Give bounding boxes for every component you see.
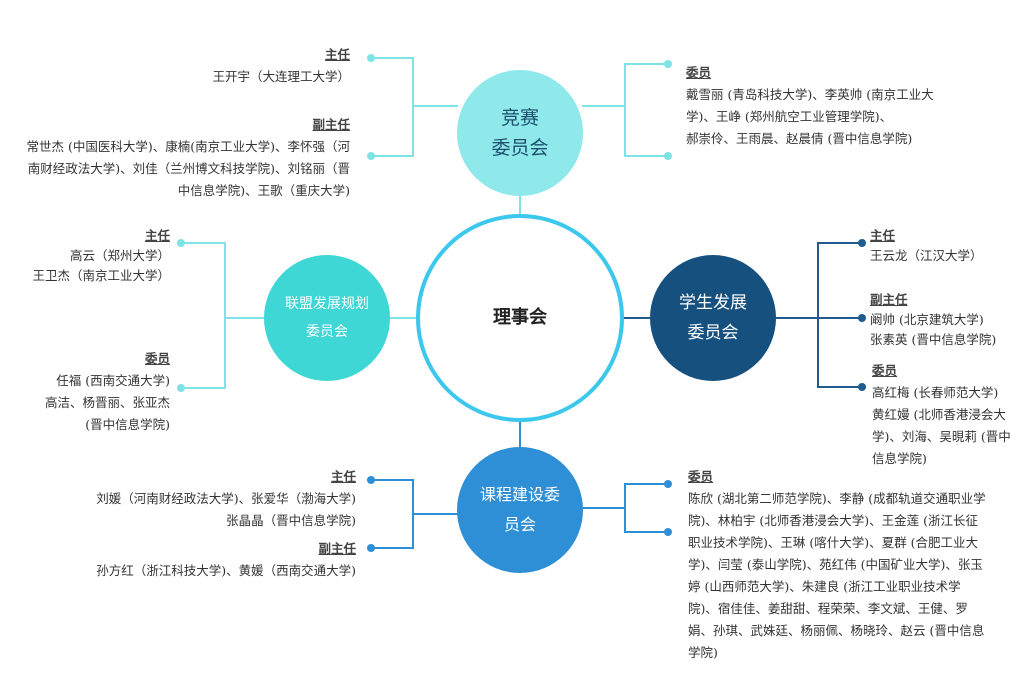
competition-deputy-line: 中信息学院)、王歌（重庆大学) [177,183,350,198]
alliance-member-title: 委员 [144,351,170,366]
course-member-line: 娟、孙琪、武姝廷、杨丽佩、杨晓玲、赵云 (晋中信息 [688,623,985,638]
course-member-line: 院)、林柏宇 (北师香港浸会大学)、王金莲 (浙江长征 [688,513,978,528]
alliance-circle [264,255,390,381]
competition-circle [457,70,583,196]
course-director-line: 刘媛（河南财经政法大学)、张爱华（渤海大学) [96,491,356,506]
course-member-block: 委员 陈欣 (湖北第二师范学院)、李静 (成都轨道交通职业学 院)、林柏宇 (北… [688,466,986,664]
course-member-title: 委员 [688,469,714,484]
competition-label-line2: 委员会 [491,137,549,159]
course-label-line2: 员会 [503,515,536,534]
alliance-member-line: 任福 (西南交通大学) [56,373,170,388]
course-director-line: 张晶晶（晋中信息学院) [226,513,356,528]
competition-director-title: 主任 [324,47,350,62]
student-director-title: 主任 [870,228,896,243]
course-label[interactable]: 课程建设委员会 [457,480,583,540]
competition-member-title: 委员 [686,65,712,80]
alliance-director-title: 主任 [144,228,170,243]
student-label-line1: 学生发展 [679,293,747,313]
alliance-member-block: 委员 任福 (西南交通大学) 高洁、杨晋丽、张亚杰 (晋中信息学院) [45,348,170,436]
alliance-label-line1: 联盟发展规划 [285,296,369,312]
alliance-director-line: 高云（郑州大学） [69,248,170,263]
alliance-label-line2: 委员会 [306,324,348,340]
course-deputy-block: 副主任 孙方红（浙江科技大学)、黄媛（西南交通大学) [96,538,356,582]
alliance-director-block: 主任 高云（郑州大学） 王卫杰（南京工业大学） [32,226,170,286]
student-director: 王云龙（江汉大学） [870,248,983,263]
student-member-line: 高红梅 (长春师范大学) [872,385,999,400]
connector-dots-cyan [177,54,672,392]
center-circle [416,214,624,422]
student-label[interactable]: 学生发展委员会 [650,288,776,348]
competition-deputy-line: 南财经政法大学)、刘佳（兰州博文科技学院)、刘铭丽（晋 [27,161,350,176]
course-member-line: 婷 (山西师范大学)、朱建良 (浙江工业职业技术学 [688,579,961,594]
competition-label-line1: 竞赛 [500,107,539,129]
course-director-title: 主任 [330,469,356,484]
center-label[interactable]: 理事会 [418,298,622,338]
course-deputy-title: 副主任 [318,541,356,556]
alliance-member-line: (晋中信息学院) [85,417,170,432]
competition-director-block: 主任 王开宇（大连理工大学） [212,44,350,88]
alliance-member-line: 高洁、杨晋丽、张亚杰 [44,395,170,410]
competition-deputy-block: 副主任 常世杰 (中国医科大学)、康楠(南京工业大学)、李怀强（河 南财经政法大… [27,114,350,202]
student-member-line: 信息学院) [872,451,927,466]
course-member-line: 陈欣 (湖北第二师范学院)、李静 (成都轨道交通职业学 [688,491,986,506]
course-label-line1: 课程建设委 [479,485,560,504]
competition-member-line: 戴雪丽 (青岛科技大学)、李英帅 (南京工业大 [686,87,934,102]
student-member-line: 学)、刘海、吴晛莉 (晋中 [872,429,1011,444]
competition-member-block: 委员 戴雪丽 (青岛科技大学)、李英帅 (南京工业大 学)、王峥 (郑州航空工业… [686,62,934,150]
student-deputy-line: 阚帅 (北京建筑大学) [870,312,984,327]
course-circle [457,447,583,573]
student-director-block: 主任 王云龙（江汉大学） [870,226,983,266]
student-member-block: 委员 高红梅 (长春师范大学) 黄红嫚 (北师香港浸会大 学)、刘海、吴晛莉 (… [872,360,1011,470]
competition-member-line: 郝崇伶、王雨晨、赵晨倩 (晋中信息学院) [686,131,913,146]
alliance-label[interactable]: 联盟发展规划委员会 [264,290,390,346]
course-member-line: 职业技术学院)、王琳 (喀什大学)、夏群 (合肥工业大 [688,535,978,550]
alliance-director-line: 王卫杰（南京工业大学） [32,268,170,283]
center-label-text: 理事会 [493,307,547,328]
student-circle [650,255,776,381]
course-deputy: 孙方红（浙江科技大学)、黄媛（西南交通大学) [96,563,356,578]
student-deputy-block: 副主任 阚帅 (北京建筑大学) 张素英 (晋中信息学院) [870,290,996,350]
student-deputy-title: 副主任 [870,292,908,307]
course-member-line: 院)、宿佳佳、姜甜甜、程荣荣、李文斌、王健、罗 [688,601,968,616]
student-deputy-line: 张素英 (晋中信息学院) [870,332,997,347]
competition-label[interactable]: 竞赛委员会 [457,103,583,163]
competition-deputy-title: 副主任 [312,117,350,132]
competition-deputy-line: 常世杰 (中国医科大学)、康楠(南京工业大学)、李怀强（河 [26,139,350,154]
competition-director: 王开宇（大连理工大学） [212,69,350,84]
student-label-line2: 委员会 [687,323,739,343]
competition-member-line: 学)、王峥 (郑州航空工业管理学院)、 [686,109,893,124]
student-member-line: 黄红嫚 (北师香港浸会大 [872,407,1006,422]
course-member-line: 学院) [688,645,718,660]
course-director-block: 主任 刘媛（河南财经政法大学)、张爱华（渤海大学) 张晶晶（晋中信息学院) [96,466,356,532]
student-member-title: 委员 [872,363,898,378]
course-member-line: 学)、闫莹 (泰山学院)、苑红伟 (中国矿业大学)、张玉 [688,557,983,572]
